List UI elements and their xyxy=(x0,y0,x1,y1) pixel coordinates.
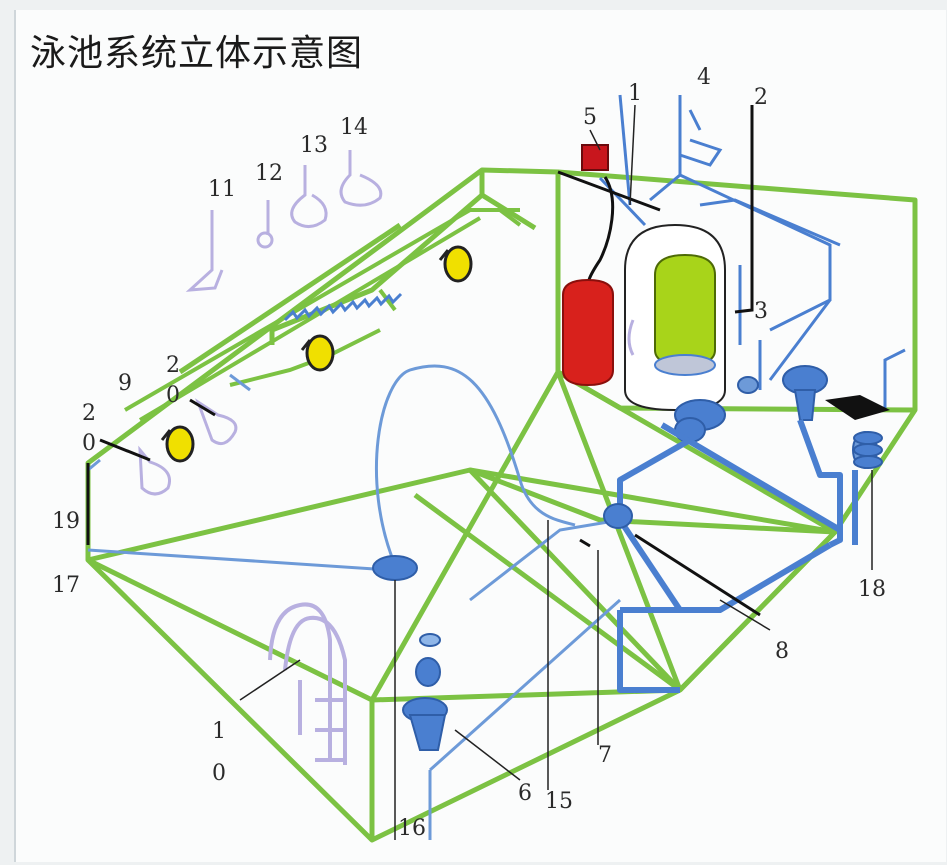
label-18: 18 xyxy=(858,577,886,602)
balance-tank xyxy=(853,431,883,469)
label-17: 17 xyxy=(52,573,80,598)
label-10-digit-1: 1 xyxy=(212,719,226,744)
label-3: 3 xyxy=(754,299,768,324)
label-14: 14 xyxy=(340,115,368,140)
overflow-line xyxy=(86,463,761,617)
label-4: 4 xyxy=(697,65,711,90)
sterilizer-unit xyxy=(624,223,726,412)
label-2: 2 xyxy=(754,85,768,110)
label-5: 5 xyxy=(583,105,597,130)
label-20b-digit-2: 0 xyxy=(166,383,180,408)
label-1: 1 xyxy=(628,81,642,106)
deck-heater-coil xyxy=(283,292,403,322)
label-10-digit-2: 0 xyxy=(212,761,226,786)
label-8: 8 xyxy=(775,639,789,664)
return-piping xyxy=(87,364,622,840)
label-16: 16 xyxy=(398,816,426,841)
circulation-piping xyxy=(617,418,858,693)
underwater-lights xyxy=(160,245,473,463)
label-13: 13 xyxy=(300,133,328,158)
label-20-digit-2: 0 xyxy=(82,431,96,456)
leader-lines xyxy=(239,104,873,840)
filter-tank xyxy=(562,278,614,387)
label-15: 15 xyxy=(545,789,573,814)
wall-inlets xyxy=(99,398,238,496)
equipment-room-frame xyxy=(598,94,906,410)
pool-ladder xyxy=(268,602,347,765)
label-11: 11 xyxy=(208,177,236,202)
label-6: 6 xyxy=(518,781,532,806)
pool-light xyxy=(300,334,335,372)
label-9: 9 xyxy=(118,371,132,396)
label-20b-digit-1: 2 xyxy=(166,353,180,378)
pool-light xyxy=(438,245,473,283)
cleaning-accessories xyxy=(185,150,383,292)
callout-labels: 1 2 3 4 5 6 7 8 9 1 0 11 12 13 14 15 16 … xyxy=(52,65,886,841)
control-box xyxy=(581,144,609,171)
label-7: 7 xyxy=(598,743,612,768)
label-19: 19 xyxy=(52,509,80,534)
label-12: 12 xyxy=(255,161,283,186)
pool-light xyxy=(160,425,195,463)
drains xyxy=(372,503,633,751)
heater-panel xyxy=(825,395,890,420)
label-20-digit-1: 2 xyxy=(82,401,96,426)
figure-title: 泳池系统立体示意图 xyxy=(30,33,364,74)
